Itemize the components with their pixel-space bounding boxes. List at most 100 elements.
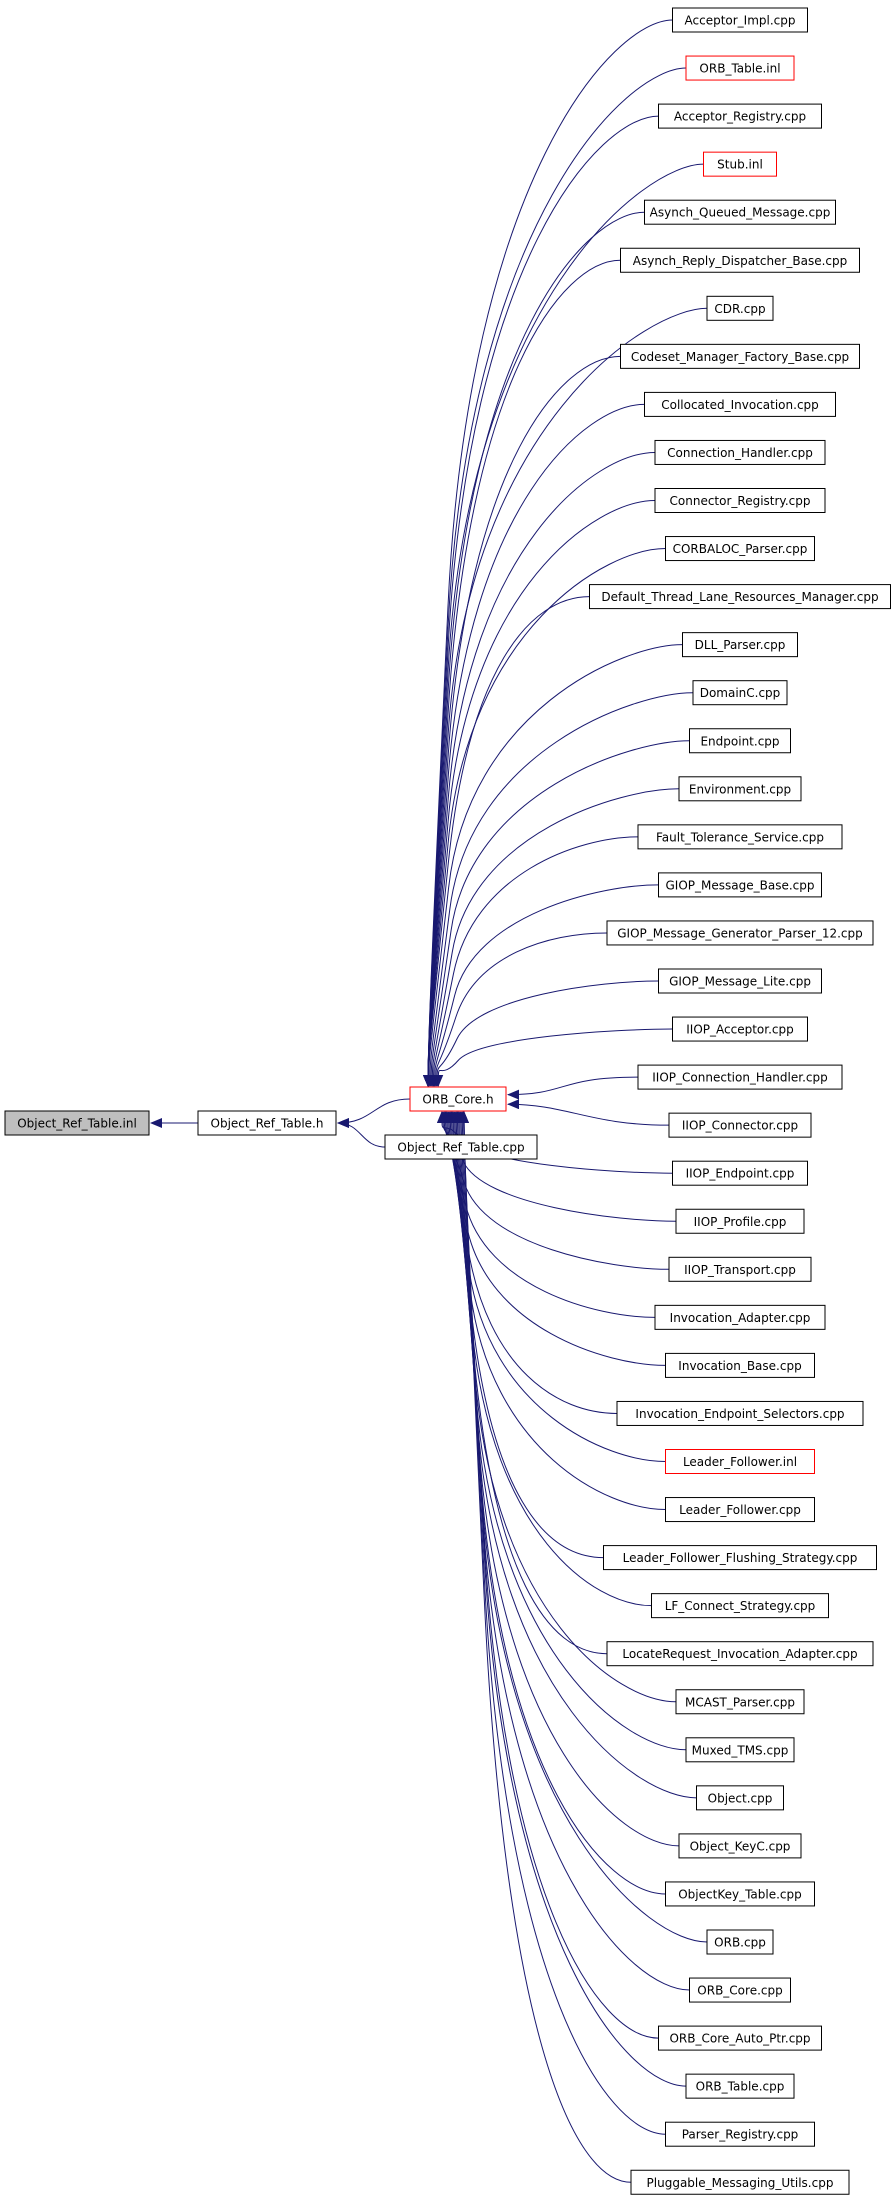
node-leader-follower-inl[interactable]: Leader_Follower.inl	[665, 1449, 815, 1474]
node-label: GIOP_Message_Base.cpp	[666, 878, 815, 892]
node-pluggable-messaging-utils-cpp[interactable]: Pluggable_Messaging_Utils.cpp	[630, 2169, 850, 2195]
node-box	[665, 1352, 815, 1378]
node-collocated-invocation-cpp[interactable]: Collocated_Invocation.cpp	[644, 391, 836, 417]
node-label: ORB.cpp	[714, 1936, 766, 1950]
node-box	[696, 1785, 784, 1811]
node-iiop-transport-cpp[interactable]: IIOP_Transport.cpp	[668, 1256, 812, 1282]
node-box	[689, 1977, 791, 2003]
edge-parser-registry-cpp-to-orb-core-h	[459, 1111, 666, 2135]
node-orb-cpp[interactable]: ORB.cpp	[706, 1929, 774, 1955]
node-box	[703, 151, 777, 177]
node-environment-cpp[interactable]: Environment.cpp	[678, 776, 802, 802]
node-parser-registry-cpp[interactable]: Parser_Registry.cpp	[665, 2121, 815, 2147]
node-box	[685, 2073, 795, 2099]
node-box	[654, 439, 826, 465]
node-label: Invocation_Adapter.cpp	[670, 1311, 811, 1325]
edge-invocation-base-cpp-to-orb-core-h	[441, 1111, 666, 1366]
node-object-keyc-cpp[interactable]: Object_KeyC.cpp	[678, 1833, 802, 1859]
node-box	[658, 2025, 822, 2051]
edge-iiop-transport-cpp-to-orb-core-h	[439, 1111, 670, 1270]
node-label: IIOP_Transport.cpp	[684, 1263, 796, 1277]
node-invocation-endpoint-selectors-cpp[interactable]: Invocation_Endpoint_Selectors.cpp	[616, 1400, 864, 1426]
node-box	[678, 776, 802, 802]
node-label: Asynch_Reply_Dispatcher_Base.cpp	[633, 254, 848, 268]
node-box	[665, 1449, 815, 1474]
node-corbaloc-parser-cpp[interactable]: CORBALOC_Parser.cpp	[665, 536, 815, 562]
edge-dll-parser-cpp-to-orb-core-h	[423, 644, 683, 1087]
edge-domainc-cpp-to-orb-core-h	[424, 692, 694, 1087]
node-stub-inl[interactable]: Stub.inl	[703, 151, 777, 177]
node-asynch-reply-dispatcher-base-cpp[interactable]: Asynch_Reply_Dispatcher_Base.cpp	[620, 247, 860, 273]
node-orb-core-cpp[interactable]: ORB_Core.cpp	[689, 1977, 791, 2003]
node-dll-parser-cpp[interactable]: DLL_Parser.cpp	[682, 632, 798, 658]
node-label: Acceptor_Impl.cpp	[685, 14, 796, 28]
node-box	[665, 536, 815, 562]
node-label: LocateRequest_Invocation_Adapter.cpp	[622, 1647, 857, 1661]
node-iiop-endpoint-cpp[interactable]: IIOP_Endpoint.cpp	[672, 1160, 808, 1186]
edge-giop-message-base-cpp-to-orb-core-h	[429, 884, 659, 1087]
edge-object-ref-table-cpp-to-object-ref-table-h	[337, 1118, 386, 1148]
node-label: Leader_Follower_Flushing_Strategy.cpp	[623, 1551, 858, 1565]
node-label: ORB_Core.cpp	[697, 1984, 782, 1998]
node-acceptor-registry-cpp[interactable]: Acceptor_Registry.cpp	[658, 103, 822, 129]
node-acceptor-impl-cpp[interactable]: Acceptor_Impl.cpp	[672, 7, 808, 33]
edge-corbaloc-parser-cpp-to-orb-core-h	[423, 548, 666, 1087]
node-fault-tolerance-service-cpp[interactable]: Fault_Tolerance_Service.cpp	[637, 824, 843, 850]
node-label: CORBALOC_Parser.cpp	[673, 542, 808, 556]
edge-orb-core-h-to-object-ref-table-h	[337, 1098, 411, 1128]
node-giop-message-generator-parser-12-cpp[interactable]: GIOP_Message_Generator_Parser_12.cpp	[606, 920, 874, 946]
node-object-ref-table-inl: Object_Ref_Table.inl	[4, 1110, 150, 1136]
node-label: Acceptor_Registry.cpp	[674, 110, 806, 124]
node-muxed-tms-cpp[interactable]: Muxed_TMS.cpp	[685, 1737, 795, 1763]
node-box	[603, 1545, 877, 1571]
node-asynch-queued-message-cpp[interactable]: Asynch_Queued_Message.cpp	[644, 199, 836, 225]
node-endpoint-cpp[interactable]: Endpoint.cpp	[689, 728, 791, 754]
node-objectkey-table-cpp[interactable]: ObjectKey_Table.cpp	[665, 1881, 815, 1907]
node-box	[692, 680, 788, 706]
node-orb-table-inl[interactable]: ORB_Table.inl	[685, 55, 795, 81]
node-locaterequest-invocation-adapter-cpp[interactable]: LocateRequest_Invocation_Adapter.cpp	[606, 1641, 874, 1667]
node-mcast-parser-cpp[interactable]: MCAST_Parser.cpp	[675, 1689, 805, 1715]
node-label: Object_Ref_Table.h	[211, 1117, 324, 1131]
node-orb-core-auto-ptr-cpp[interactable]: ORB_Core_Auto_Ptr.cpp	[658, 2025, 822, 2051]
node-box	[620, 343, 860, 369]
node-invocation-base-cpp[interactable]: Invocation_Base.cpp	[665, 1352, 815, 1378]
node-label: IIOP_Profile.cpp	[694, 1215, 787, 1229]
node-box	[675, 1689, 805, 1715]
node-label: Default_Thread_Lane_Resources_Manager.cp…	[601, 590, 878, 604]
node-lf-connect-strategy-cpp[interactable]: LF_Connect_Strategy.cpp	[651, 1593, 829, 1619]
node-orb-table-cpp[interactable]: ORB_Table.cpp	[685, 2073, 795, 2099]
node-giop-message-lite-cpp[interactable]: GIOP_Message_Lite.cpp	[658, 968, 822, 994]
node-connection-handler-cpp[interactable]: Connection_Handler.cpp	[654, 439, 826, 465]
node-iiop-acceptor-cpp[interactable]: IIOP_Acceptor.cpp	[672, 1016, 808, 1042]
node-label: ObjectKey_Table.cpp	[678, 1887, 802, 1901]
node-object-ref-table-h[interactable]: Object_Ref_Table.h	[197, 1110, 337, 1136]
node-iiop-profile-cpp[interactable]: IIOP_Profile.cpp	[675, 1208, 805, 1234]
node-cdr-cpp[interactable]: CDR.cpp	[706, 295, 774, 321]
node-box	[4, 1110, 150, 1136]
edge-iiop-acceptor-cpp-to-orb-core-h	[433, 1028, 673, 1087]
node-object-cpp[interactable]: Object.cpp	[696, 1785, 784, 1811]
node-leader-follower-flushing-strategy-cpp[interactable]: Leader_Follower_Flushing_Strategy.cpp	[603, 1545, 877, 1571]
node-giop-message-base-cpp[interactable]: GIOP_Message_Base.cpp	[658, 872, 822, 898]
node-label: Stub.inl	[717, 158, 763, 172]
node-domainc-cpp[interactable]: DomainC.cpp	[692, 680, 788, 706]
node-object-ref-table-cpp[interactable]: Object_Ref_Table.cpp	[384, 1134, 538, 1160]
node-codeset-manager-factory-base-cpp[interactable]: Codeset_Manager_Factory_Base.cpp	[620, 343, 860, 369]
node-leader-follower-cpp[interactable]: Leader_Follower.cpp	[665, 1497, 815, 1523]
node-label: GIOP_Message_Lite.cpp	[669, 975, 811, 989]
node-label: Endpoint.cpp	[700, 734, 779, 748]
node-connector-registry-cpp[interactable]: Connector_Registry.cpp	[654, 488, 826, 513]
edge-environment-cpp-to-orb-core-h	[427, 788, 680, 1087]
node-invocation-adapter-cpp[interactable]: Invocation_Adapter.cpp	[654, 1304, 826, 1330]
node-label: Invocation_Base.cpp	[678, 1359, 801, 1373]
node-label: CDR.cpp	[714, 302, 765, 316]
node-orb-core-h[interactable]: ORB_Core.h	[409, 1086, 507, 1112]
node-default-thread-lane-resources-manager-cpp[interactable]: Default_Thread_Lane_Resources_Manager.cp…	[589, 584, 891, 610]
node-box	[665, 1497, 815, 1523]
node-iiop-connection-handler-cpp[interactable]: IIOP_Connection_Handler.cpp	[637, 1064, 843, 1090]
node-label: Pluggable_Messaging_Utils.cpp	[647, 2176, 834, 2190]
node-iiop-connector-cpp[interactable]: IIOP_Connector.cpp	[668, 1112, 812, 1138]
node-label: GIOP_Message_Generator_Parser_12.cpp	[617, 926, 863, 940]
